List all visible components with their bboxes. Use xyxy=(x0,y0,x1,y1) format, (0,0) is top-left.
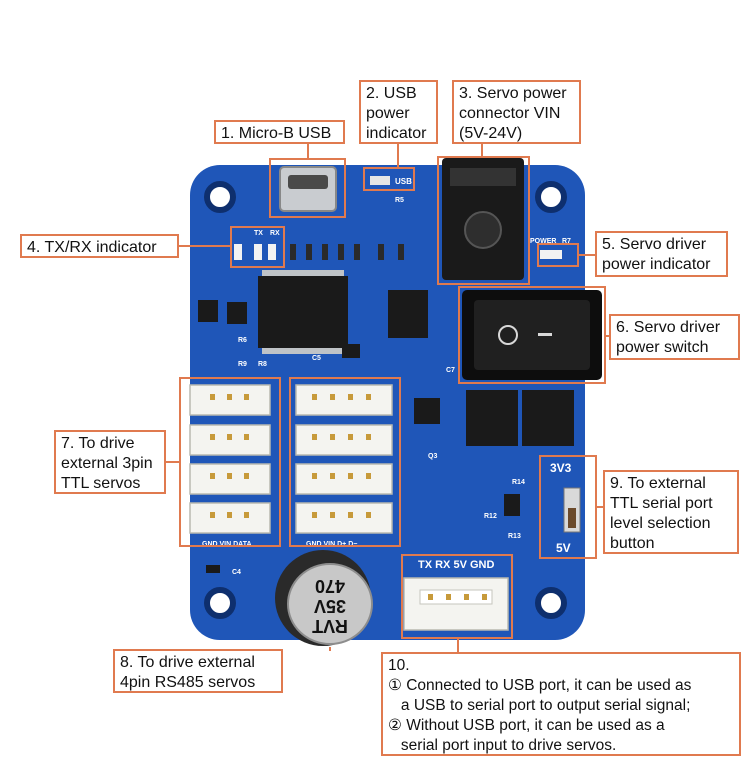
c7-label: C7 xyxy=(446,367,455,374)
smd-components-row xyxy=(290,244,404,260)
r5-label: R5 xyxy=(395,197,404,204)
rx-led xyxy=(268,244,276,260)
mosfet-2 xyxy=(522,390,574,446)
usb-power-led xyxy=(370,176,390,185)
ttl-header-label: GND VIN DATA xyxy=(202,541,252,548)
usb-silk-label: USB xyxy=(395,177,412,186)
capacitor-brand: RVT xyxy=(312,616,348,636)
callout-servo-driver-power-switch: 6. Servo driver power switch xyxy=(609,314,740,360)
callout-usb-power-indicator: 2. USB power indicator xyxy=(359,80,438,144)
level-5v-label: 5V xyxy=(556,541,571,555)
callout-3pin-ttl-servos: 7. To drive external 3pin TTL servos xyxy=(54,430,166,494)
serial-header-label: TX RX 5V GND xyxy=(418,559,494,571)
tx-led xyxy=(254,244,262,260)
rx-label: RX xyxy=(270,230,280,237)
mosfet-1 xyxy=(466,390,518,446)
transistor-q1 xyxy=(198,300,218,322)
r12-label: R12 xyxy=(484,513,497,520)
power-led xyxy=(540,250,562,259)
power-label: POWER xyxy=(530,238,556,245)
callout-ttl-level-selection: 9. To external TTL serial port level sel… xyxy=(603,470,739,554)
q3-label: Q3 xyxy=(428,453,437,460)
c5-label: C5 xyxy=(312,355,321,362)
r8-label: R8 xyxy=(258,361,267,368)
electrolytic-capacitor: RVT 35V 470 xyxy=(275,550,373,646)
callout-4pin-rs485-servos: 8. To drive external 4pin RS485 servos xyxy=(113,649,283,693)
r9-label: R9 xyxy=(238,361,247,368)
callout-servo-power-connector: 3. Servo power connector VIN (5V-24V) xyxy=(452,80,581,144)
r13-label: R13 xyxy=(508,533,521,540)
callout-serial-port-usage: 10. ① Connected to USB port, it can be u… xyxy=(381,652,741,756)
leader-lines xyxy=(164,142,610,653)
r14-label: R14 xyxy=(512,479,525,486)
r7-label: R7 xyxy=(562,238,571,245)
mounting-holes xyxy=(204,181,567,619)
c4-label: C4 xyxy=(232,569,241,576)
callout-tx-rx-indicator: 4. TX/RX indicator xyxy=(20,234,179,258)
capacitor-value: 470 xyxy=(315,576,345,596)
rs485-ic xyxy=(388,290,428,338)
callout-servo-driver-power-indicator: 5. Servo driver power indicator xyxy=(595,231,728,277)
r6-label: R6 xyxy=(238,337,247,344)
capacitor-voltage: 35V xyxy=(314,596,346,616)
rs485-header-label: GND VIN D+ D− xyxy=(306,541,357,548)
ttl-servo-headers xyxy=(189,384,271,534)
usb-serial-ic xyxy=(258,276,348,348)
callout-micro-b-usb: 1. Micro-B USB xyxy=(214,120,345,144)
tx-label: TX xyxy=(254,230,263,237)
level-3v3-label: 3V3 xyxy=(550,461,572,475)
